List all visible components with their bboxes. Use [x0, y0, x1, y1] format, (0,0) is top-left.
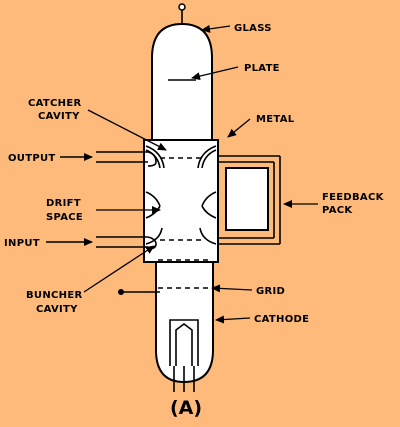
buncher-leader	[83, 245, 155, 293]
label-input: INPUT	[4, 238, 40, 249]
label-plate: PLATE	[244, 63, 280, 74]
cathode-leader	[215, 315, 251, 324]
cavity-body	[143, 139, 219, 263]
label-drift-1: DRIFT	[46, 198, 81, 209]
label-catcher-2: CAVITY	[38, 111, 80, 122]
label-glass: GLASS	[234, 23, 272, 34]
label-catcher-1: CATCHER	[28, 98, 81, 109]
glass-leader	[201, 24, 231, 33]
metal-leader	[227, 118, 251, 138]
label-output: OUTPUT	[8, 153, 56, 164]
input-coax	[46, 236, 157, 250]
plate-leader	[191, 66, 239, 81]
figure-caption: (A)	[170, 397, 202, 419]
output-coax	[60, 151, 157, 167]
label-buncher-2: CAVITY	[36, 304, 78, 315]
label-feedback-2: PACK	[322, 205, 353, 216]
catcher-leader	[87, 109, 167, 151]
grid-leader	[211, 284, 253, 293]
beam-dot	[118, 289, 124, 295]
label-cathode: CATHODE	[254, 314, 309, 325]
cathode	[169, 319, 199, 392]
buncher-cavity	[145, 227, 217, 261]
label-feedback-1: FEEDBACK	[322, 192, 385, 203]
catcher-cavity	[145, 145, 217, 169]
label-metal: METAL	[256, 114, 295, 125]
upper-glass-envelope	[151, 22, 213, 146]
label-grid: GRID	[256, 286, 285, 297]
label-buncher-1: BUNCHER	[26, 290, 82, 301]
lower-glass-envelope	[155, 254, 214, 384]
label-drift-2: SPACE	[46, 212, 83, 223]
feedback-pack	[218, 155, 281, 245]
